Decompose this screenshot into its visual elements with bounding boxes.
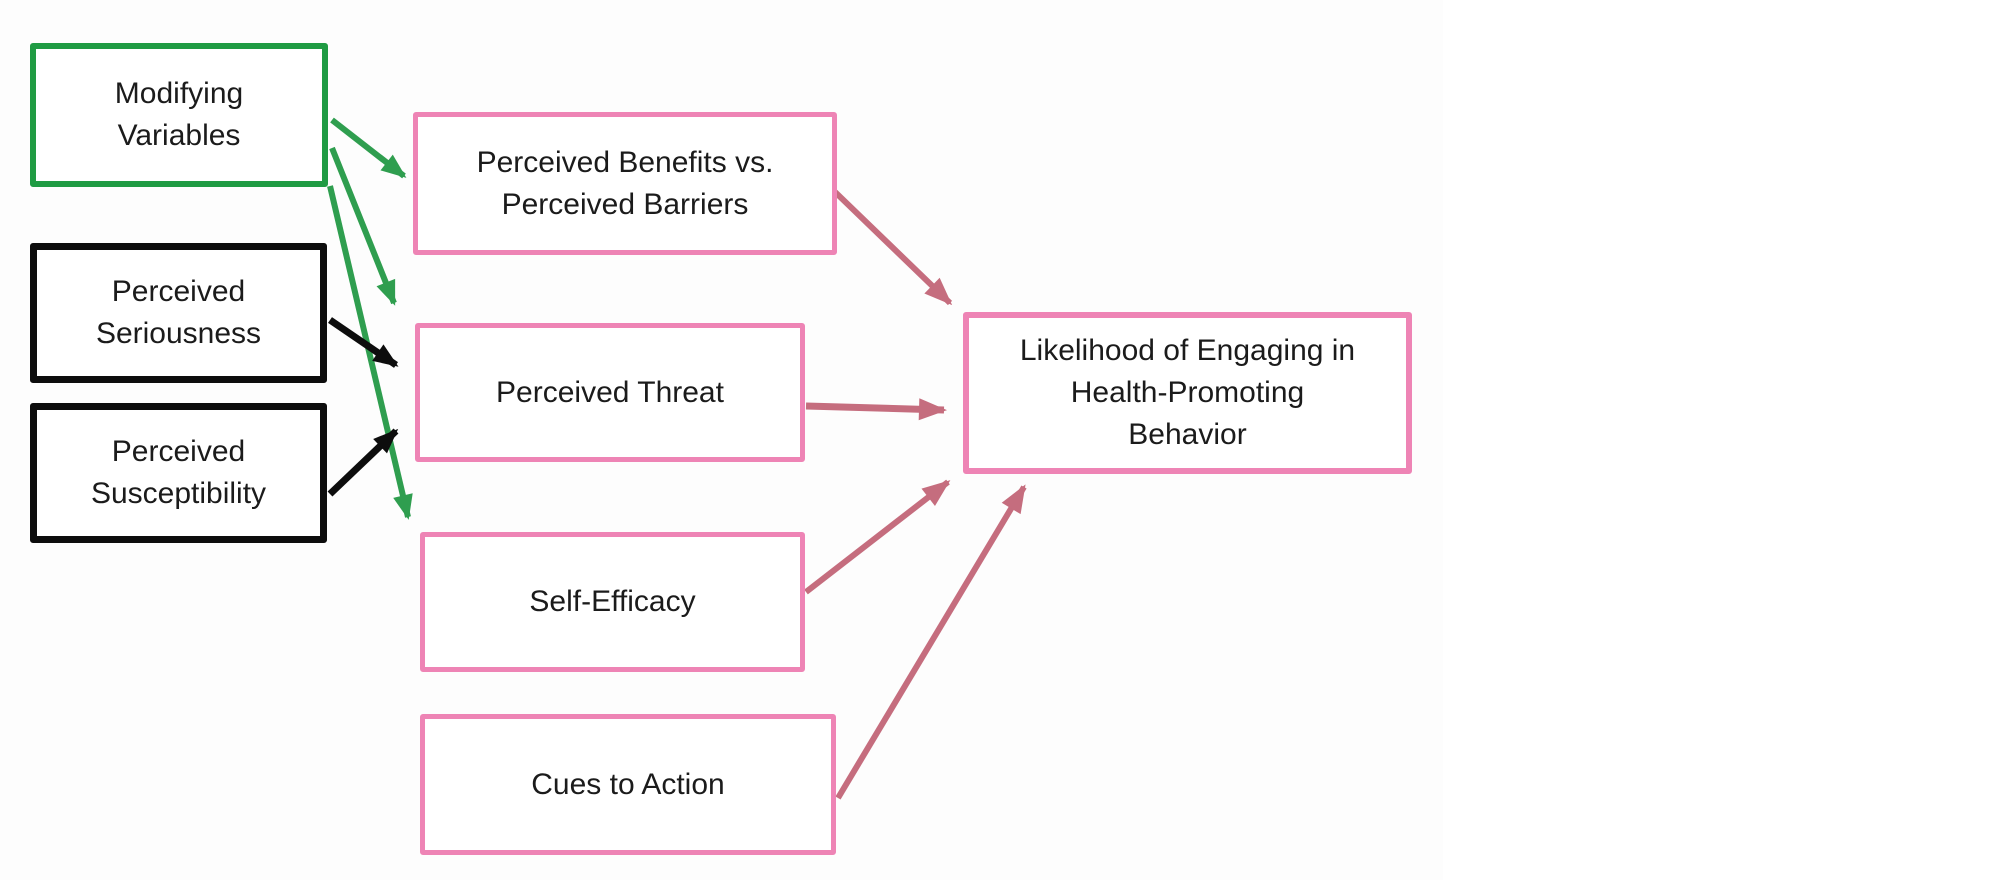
node-label: Perceived Susceptibility — [90, 435, 267, 510]
node-label: Perceived Benefits vs. Perceived Barrier… — [476, 145, 774, 221]
node-label: Modifying Variables — [114, 77, 244, 152]
arrow-modifying-to-threat — [329, 146, 397, 306]
node-cues-to-action: Cues to Action — [420, 714, 836, 855]
arrow-benefits-to-likelihood — [830, 187, 953, 306]
node-label: Likelihood of Engaging in Health-Promoti… — [1019, 334, 1356, 451]
node-perceived-threat: Perceived Threat — [415, 323, 805, 462]
arrow-modifying-to-benefits — [330, 117, 407, 179]
node-label: Perceived Seriousness — [95, 275, 262, 350]
arrow-threat-to-likelihood — [805, 398, 947, 421]
node-likelihood-of-engaging: Likelihood of Engaging in Health-Promoti… — [963, 312, 1412, 474]
arrow-cues-to-likelihood — [835, 484, 1027, 800]
node-perceived-susceptibility: Perceived Susceptibility — [30, 403, 327, 543]
node-label: Perceived Threat — [496, 375, 724, 409]
arrow-susceptibility-to-threat — [327, 428, 399, 497]
node-perceived-seriousness: Perceived Seriousness — [30, 243, 327, 383]
arrow-seriousness-to-threat — [328, 317, 399, 368]
node-self-efficacy: Self-Efficacy — [420, 532, 805, 672]
node-label: Self-Efficacy — [529, 585, 696, 618]
node-perceived-benefits-vs-barriers: Perceived Benefits vs. Perceived Barrier… — [413, 112, 837, 255]
arrow-modifying-to-selfefficacy — [327, 185, 413, 520]
node-label: Cues to Action — [531, 767, 725, 801]
node-modifying-variables: Modifying Variables — [30, 43, 328, 187]
arrow-selfefficacy-to-likelihood — [804, 479, 951, 595]
